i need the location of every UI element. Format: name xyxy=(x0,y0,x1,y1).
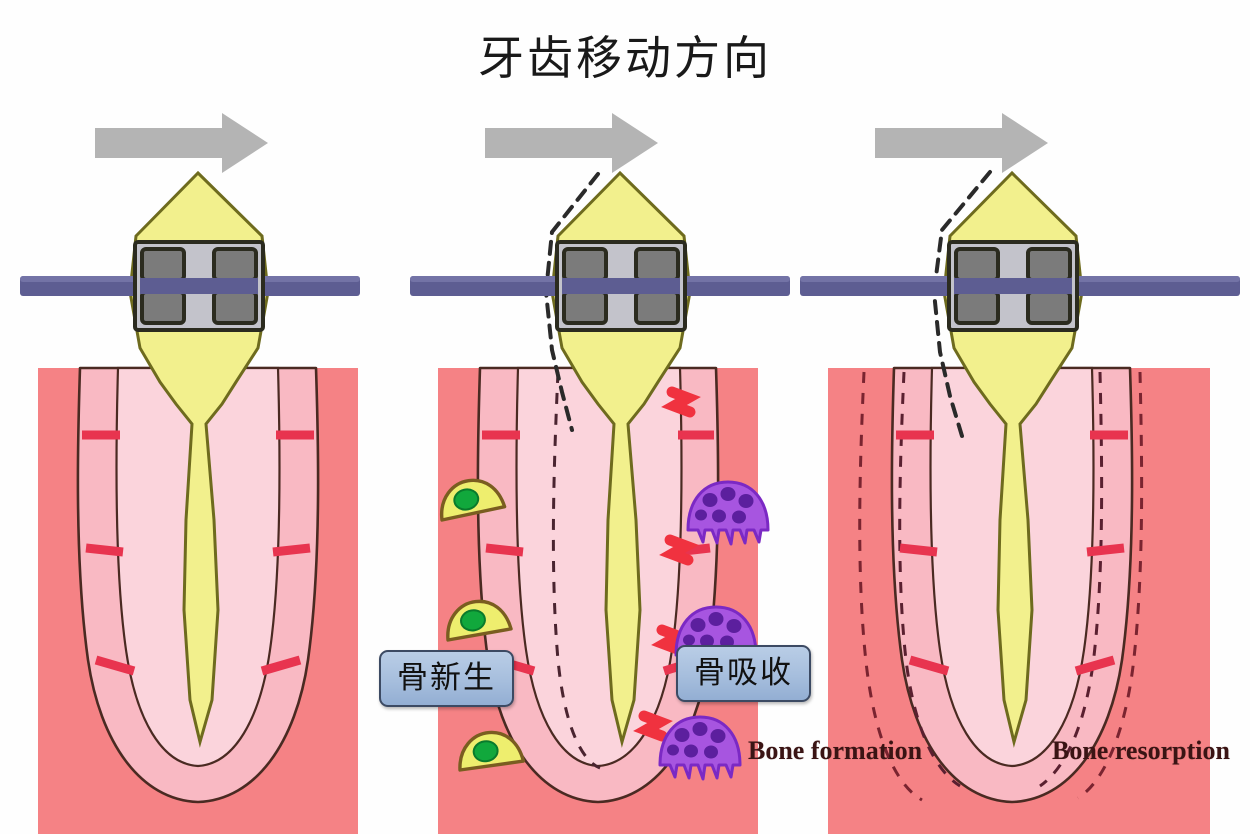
movement-arrow-2 xyxy=(485,113,658,173)
label-bone-formation-cn: 骨新生 xyxy=(379,650,514,707)
label-bone-formation-en: Bone formation xyxy=(748,736,923,765)
original-crown-dashed-3 xyxy=(931,170,992,438)
original-bone-dashed-3 xyxy=(858,371,1144,802)
pdl-fiber-marks-3 xyxy=(896,430,1128,676)
original-crown-dashed-2 xyxy=(543,172,600,432)
movement-arrow-1 xyxy=(95,113,268,173)
compressed-pdl-2 xyxy=(633,386,701,742)
label-bone-resorption-cn: 骨吸收 xyxy=(676,645,811,702)
archwire-over-bracket-3 xyxy=(954,278,1072,294)
archwire-over-bracket-2 xyxy=(562,278,680,294)
panel-stage-1 xyxy=(0,0,400,834)
panel-stage-3 xyxy=(790,0,1240,834)
original-position-dashed-2 xyxy=(551,371,601,770)
movement-arrow-3 xyxy=(875,113,1048,173)
periodontal-ligament-2 xyxy=(515,366,683,768)
panel-stage-2 xyxy=(400,0,800,834)
archwire-over-bracket-1 xyxy=(140,278,258,294)
pdl-fiber-marks-1 xyxy=(82,430,314,676)
label-bone-resorption-en: Bone resorption xyxy=(1052,736,1230,765)
page-title: 牙齿移动方向 xyxy=(478,33,772,84)
